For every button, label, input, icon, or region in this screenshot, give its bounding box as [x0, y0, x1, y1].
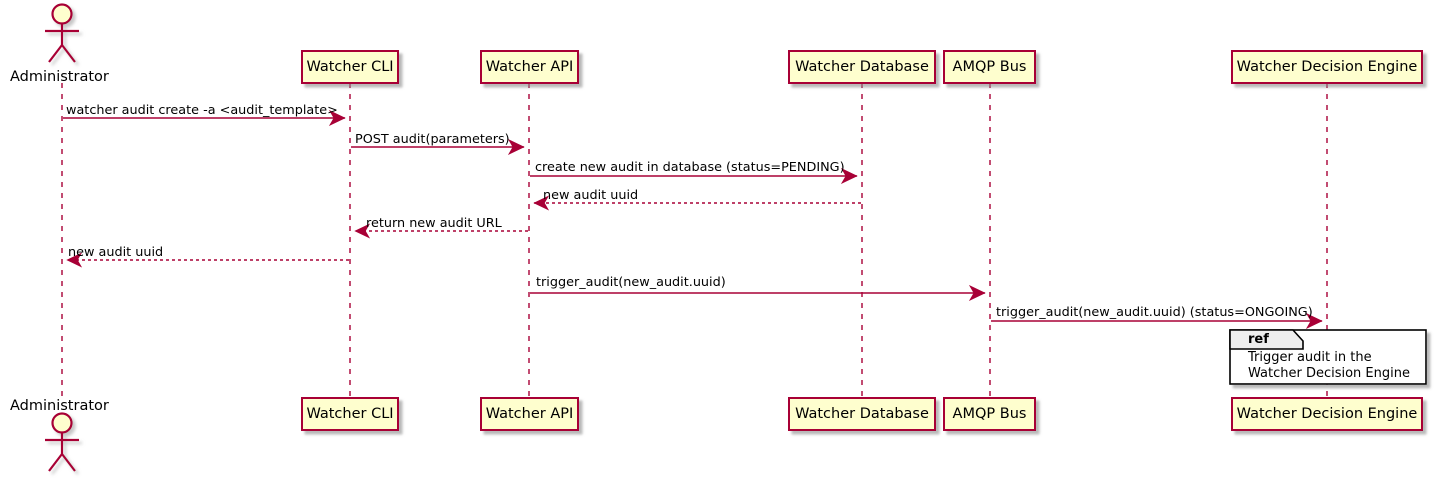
participant-box-watcher-database-top[interactable]	[788, 50, 936, 84]
participant-label-watcher-cli-top: Watcher CLI	[306, 59, 394, 75]
participant-label-watcher-decision-engine-top: Watcher Decision Engine	[1236, 59, 1418, 75]
participant-boxes-top	[301, 50, 1423, 84]
participant-box-watcher-api-bottom[interactable]	[480, 397, 579, 431]
participant-box-watcher-cli-bottom[interactable]	[301, 397, 399, 431]
message-label-4: new audit uuid	[543, 188, 639, 203]
participant-boxes-bottom	[301, 397, 1423, 431]
participant-label-amqp-bus-bottom: AMQP Bus	[952, 406, 1027, 422]
message-label-5: return new audit URL	[366, 216, 502, 231]
ref-fragment-tag-label: ref	[1248, 332, 1269, 347]
message-label-7: trigger_audit(new_audit.uuid)	[536, 275, 726, 290]
participant-label-watcher-api-bottom: Watcher API	[485, 406, 574, 422]
actor-label-administrator-bottom: Administrator	[10, 398, 109, 414]
participant-box-amqp-bus-top[interactable]	[943, 50, 1036, 84]
ref-fragment-line-2: Watcher Decision Engine	[1248, 366, 1410, 381]
ref-fragment-trigger-audit[interactable]	[1229, 329, 1427, 385]
lifelines	[61, 83, 1328, 398]
message-label-8: trigger_audit(new_audit.uuid) (status=ON…	[996, 305, 1313, 320]
actor-administrator-bottom[interactable]	[45, 412, 79, 472]
participant-box-watcher-cli-top[interactable]	[301, 50, 399, 84]
actor-administrator-top[interactable]	[45, 3, 79, 63]
message-label-3: create new audit in database (status=PEN…	[535, 160, 845, 175]
participant-box-watcher-database-bottom[interactable]	[788, 397, 936, 431]
participant-label-watcher-api-top: Watcher API	[485, 59, 574, 75]
participant-label-watcher-cli-bottom: Watcher CLI	[306, 406, 394, 422]
ref-fragment-line-1: Trigger audit in the	[1248, 350, 1372, 365]
participant-box-watcher-decision-engine-top[interactable]	[1231, 50, 1423, 84]
message-label-1: watcher audit create -a <audit_template>	[66, 103, 338, 118]
participant-label-watcher-database-top: Watcher Database	[795, 59, 929, 75]
participant-box-watcher-decision-engine-bottom[interactable]	[1231, 397, 1423, 431]
ref-fragment-tab	[1229, 329, 1304, 350]
message-label-2: POST audit(parameters)	[355, 132, 510, 147]
actor-label-administrator-top: Administrator	[10, 69, 109, 85]
participant-label-watcher-database-bottom: Watcher Database	[795, 406, 929, 422]
participant-box-watcher-api-top[interactable]	[480, 50, 579, 84]
participant-label-watcher-decision-engine-bottom: Watcher Decision Engine	[1236, 406, 1418, 422]
participant-box-amqp-bus-bottom[interactable]	[943, 397, 1036, 431]
message-label-6: new audit uuid	[68, 245, 164, 260]
message-arrows	[63, 109, 1323, 330]
participant-label-amqp-bus-top: AMQP Bus	[952, 59, 1027, 75]
